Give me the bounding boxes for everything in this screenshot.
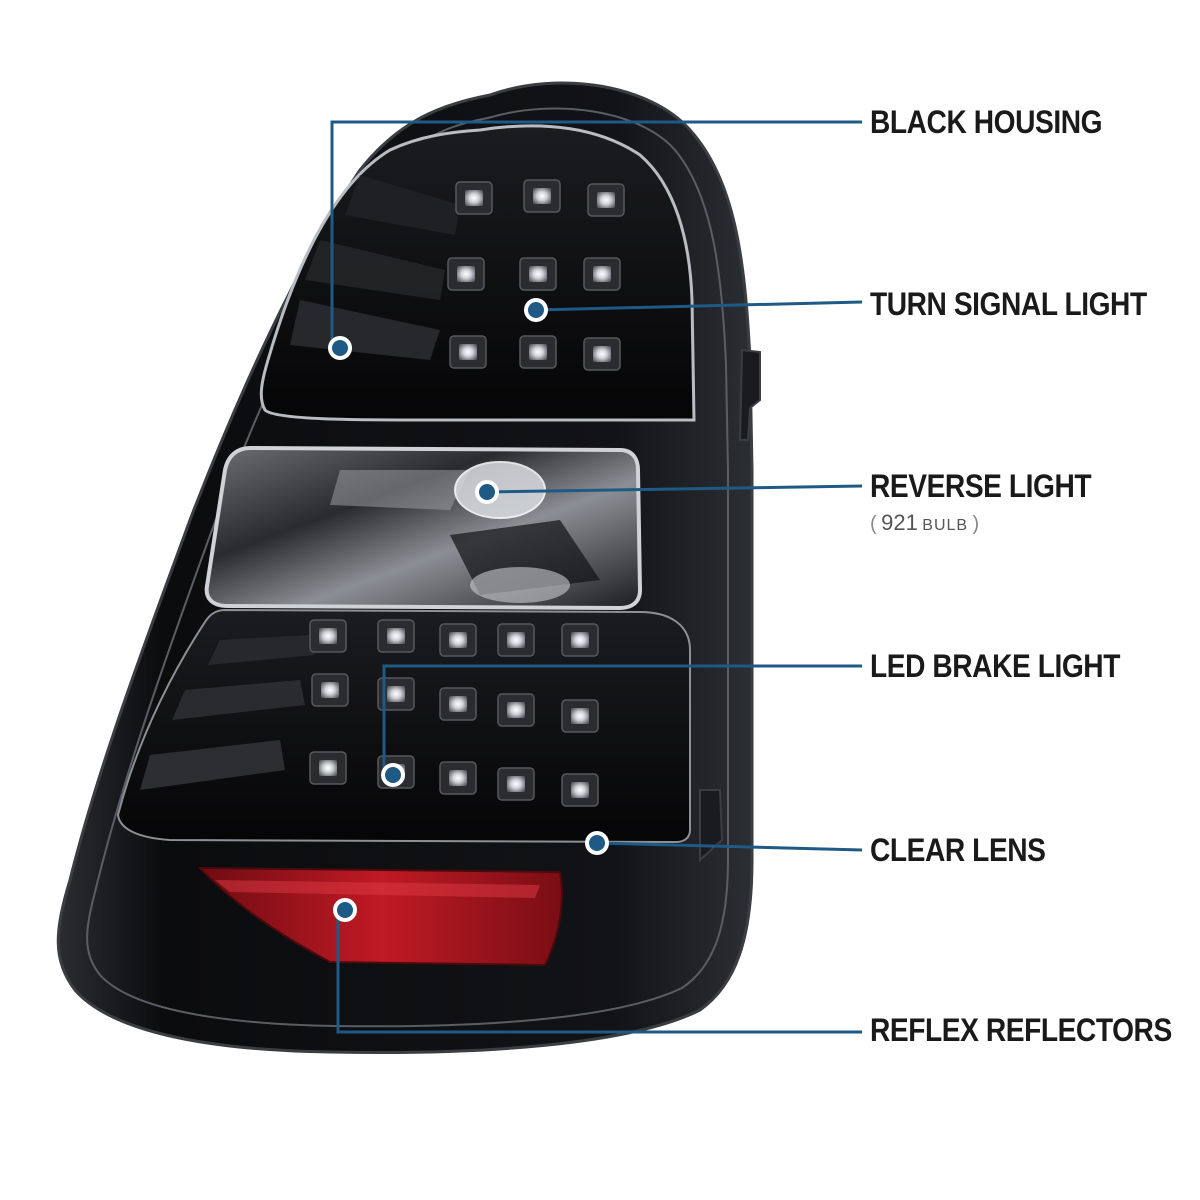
callout-label-clear-lens: CLEAR LENS <box>870 832 1046 868</box>
callout-dot <box>589 835 605 851</box>
callout-dot <box>385 767 401 783</box>
led-chip <box>587 183 625 217</box>
callout-lines <box>328 120 863 1034</box>
led-chip <box>439 623 477 657</box>
callout-dot <box>337 902 353 918</box>
led-chip <box>377 619 415 653</box>
callout-dot <box>479 484 495 500</box>
callout-leader <box>596 841 863 852</box>
brake-light-section <box>116 608 691 844</box>
callout-label-reflex-reflectors: REFLEX REFLECTORS <box>870 1012 1172 1048</box>
mount-clip-upper <box>738 348 761 441</box>
led-chip <box>455 181 493 215</box>
led-chip <box>497 623 535 657</box>
led-chip <box>561 699 599 733</box>
led-chip <box>447 257 485 291</box>
callout-label-turn-signal-light: TURN SIGNAL LIGHT <box>870 286 1147 322</box>
callout-label-led-brake-light: LED BRAKE LIGHT <box>870 648 1120 684</box>
sub-bulb-unit: BULB <box>922 517 969 534</box>
led-chip <box>561 773 599 807</box>
led-chip <box>309 619 347 653</box>
callout-dot <box>528 302 544 318</box>
sub-close-paren: ) <box>972 513 980 535</box>
callout-dot <box>332 340 348 356</box>
mount-clip-lower <box>699 789 724 863</box>
sub-bulb-number: 921 <box>881 510 918 535</box>
sub-open-paren: ( <box>870 513 877 535</box>
callout-label-black-housing: BLACK HOUSING <box>870 104 1103 140</box>
callout-label-reverse-light: REVERSE LIGHT <box>870 468 1092 504</box>
led-chip <box>583 337 621 371</box>
led-chip <box>519 335 557 369</box>
led-chip <box>497 767 535 801</box>
led-chip <box>449 335 487 369</box>
led-chip <box>377 677 415 711</box>
led-chip <box>583 257 621 291</box>
led-chip <box>439 761 477 795</box>
led-chip <box>439 687 477 721</box>
led-chip <box>311 673 349 707</box>
led-chip <box>523 179 561 213</box>
callout-leader <box>535 300 863 312</box>
callout-leader <box>486 484 863 494</box>
led-chip <box>497 693 535 727</box>
led-chip <box>519 257 557 291</box>
callout-sub-reverse-bulb: ( 921 BULB ) <box>870 510 980 535</box>
led-chip <box>309 751 347 785</box>
led-chip <box>561 623 599 657</box>
led-array <box>309 179 625 807</box>
